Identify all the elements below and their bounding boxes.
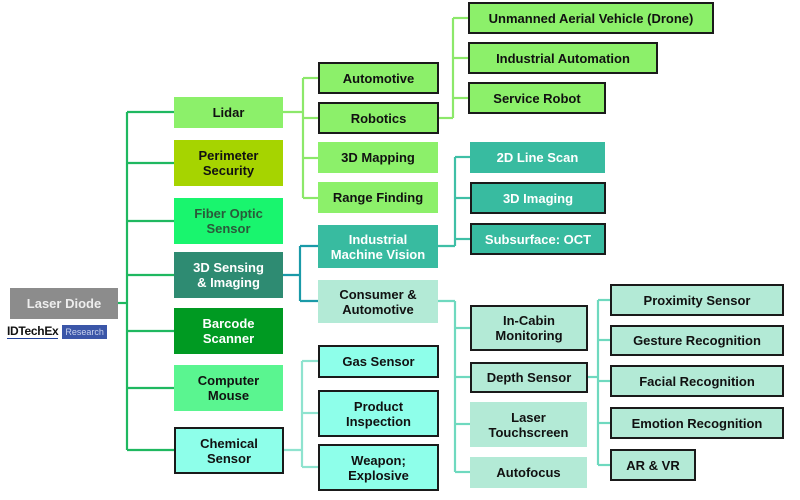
node-laser-diode: Laser Diode: [10, 288, 118, 319]
node-proximity-sensor: Proximity Sensor: [610, 284, 784, 316]
node-facial-recognition: Facial Recognition: [610, 365, 784, 397]
node-fiber-optic-sensor: Fiber Optic Sensor: [174, 198, 283, 244]
node-service-robot: Service Robot: [468, 82, 606, 114]
node-uav-drone: Unmanned Aerial Vehicle (Drone): [468, 2, 714, 34]
logo-research-badge: Research: [62, 325, 107, 339]
node-weapon-explosive: Weapon; Explosive: [318, 444, 439, 491]
node-laser-touchscreen: Laser Touchscreen: [470, 402, 587, 447]
node-gesture-recognition: Gesture Recognition: [610, 325, 784, 356]
node-perimeter-security: Perimeter Security: [174, 140, 283, 186]
node-depth-sensor: Depth Sensor: [470, 362, 588, 393]
node-consumer-automotive: Consumer & Automotive: [318, 280, 438, 323]
node-3d-sensing-imaging: 3D Sensing & Imaging: [174, 252, 283, 298]
node-3d-imaging: 3D Imaging: [470, 182, 606, 214]
node-ar-vr: AR & VR: [610, 449, 696, 481]
node-range-finding: Range Finding: [318, 182, 438, 213]
node-computer-mouse: Computer Mouse: [174, 365, 283, 411]
node-subsurface-oct: Subsurface: OCT: [470, 223, 606, 255]
node-gas-sensor: Gas Sensor: [318, 345, 439, 378]
node-autofocus: Autofocus: [470, 457, 587, 488]
node-industrial-automation: Industrial Automation: [468, 42, 658, 74]
node-barcode-scanner: Barcode Scanner: [174, 308, 283, 354]
logo-brand-text: IDTechEx: [7, 324, 59, 339]
node-robotics: Robotics: [318, 102, 439, 134]
node-industrial-machine-vision: Industrial Machine Vision: [318, 225, 438, 268]
node-chemical-sensor: Chemical Sensor: [174, 427, 284, 474]
idtechex-logo: IDTechEx Research: [7, 325, 107, 339]
node-in-cabin-monitoring: In-Cabin Monitoring: [470, 305, 588, 351]
node-emotion-recognition: Emotion Recognition: [610, 407, 784, 439]
node-2d-line-scan: 2D Line Scan: [470, 142, 605, 173]
node-lidar: Lidar: [174, 97, 283, 128]
node-3d-mapping: 3D Mapping: [318, 142, 438, 173]
node-automotive: Automotive: [318, 62, 439, 94]
node-product-inspection: Product Inspection: [318, 390, 439, 437]
